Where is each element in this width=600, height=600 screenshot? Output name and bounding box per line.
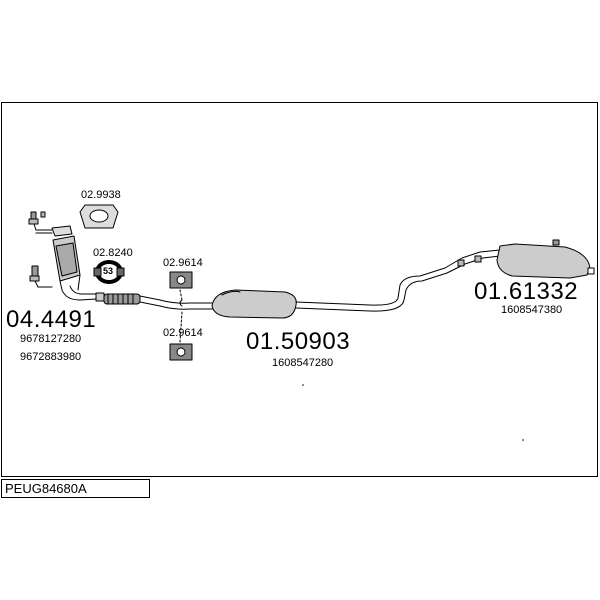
clamp-part-number: 02.8240 [93, 247, 133, 259]
gasket-icon [79, 204, 119, 229]
hanger-bottom-icon [169, 343, 193, 361]
clamp-badge: 53 [103, 266, 114, 276]
middle-silencer-part-number: 01.50903 [246, 328, 351, 355]
diagram-frame [1, 102, 598, 477]
hanger-top-part-number: 02.9614 [163, 257, 203, 269]
gasket-part-number: 02.9938 [81, 189, 121, 201]
lambda-sensor-bottom [29, 265, 53, 288]
middle-silencer-oe: 1608547280 [272, 357, 334, 369]
catalyst-part-number: 04.4491 [6, 306, 97, 333]
hanger-bottom-part-number: 02.9614 [163, 327, 203, 339]
mid-rear-pipe [295, 249, 501, 312]
rear-silencer-oe: 1608547380 [501, 304, 563, 316]
catalyst-body [51, 225, 81, 291]
clamp-icon [93, 260, 125, 284]
diagram-code: PEUG84680A [1, 479, 150, 498]
catalyst-oe-1: 9678127280 [20, 333, 82, 345]
front-pipe [61, 285, 213, 310]
lambda-sensor-top [28, 211, 53, 234]
rear-silencer-part-number: 01.61332 [474, 278, 579, 305]
hanger-top-icon [169, 271, 193, 289]
middle-silencer-body [211, 289, 297, 319]
rear-silencer-body [496, 239, 595, 279]
catalyst-oe-2: 9672883980 [20, 351, 82, 363]
